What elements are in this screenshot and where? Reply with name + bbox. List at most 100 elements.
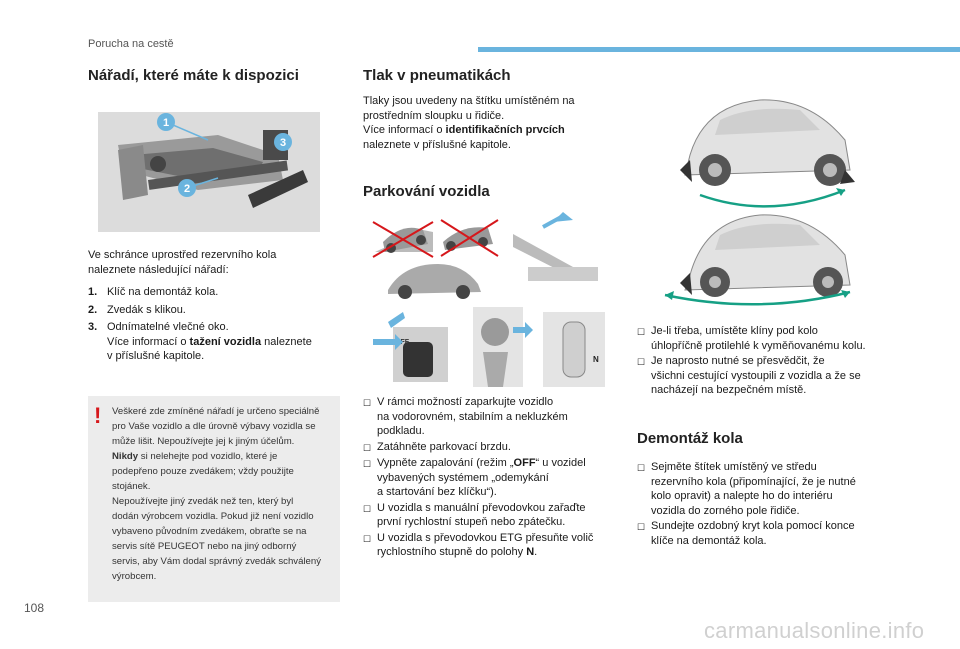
bullet-item: ☐ U vozidla s manuální převodovkou zařaď… <box>363 501 628 530</box>
text-line: V rámci možností zaparkujte vozidlo <box>377 396 554 408</box>
warning-line: dodán výrobcem vozidla. Pokud již není v… <box>112 511 314 522</box>
bullet-item: ☐ U vozidla s převodovkou ETG přesuňte v… <box>363 531 628 560</box>
off-mode: OFF <box>513 457 536 469</box>
tools-intro-l2: naleznete následující nářadí: <box>88 263 229 276</box>
bullet-icon: ☐ <box>363 533 372 544</box>
callout-3-label: 3 <box>280 137 286 149</box>
text-line: Sejměte štítek umístěný ve středu <box>651 461 817 473</box>
text-line: podkladu. <box>377 425 425 437</box>
section-header: Porucha na cestě <box>88 38 174 50</box>
page-number: 108 <box>24 601 45 615</box>
text-line: klíče na demontáž kola. <box>651 534 767 547</box>
warning-icon: ! <box>94 403 102 428</box>
warning-line: Veškeré zde zmíněné nářadí je určeno spe… <box>112 406 320 417</box>
wheel-removal-title: Demontáž kola <box>637 430 743 447</box>
bullet-icon: ☐ <box>637 327 646 337</box>
text-line: rychlostního stupně do polohy <box>377 546 527 558</box>
header-accent-bar <box>478 47 960 52</box>
tyre-pressure-text: Tlaky jsou uvedeny na štítku umístěném n… <box>363 94 613 152</box>
text-line: rezervního kola (připomínající, že je nu… <box>651 475 856 488</box>
list-item-number: 2. <box>88 303 98 316</box>
tools-illustration: 1 2 3 <box>88 100 328 240</box>
text-line: Je-li třeba, umístěte klíny pod kolo <box>651 325 818 337</box>
warning-never: Nikdy <box>112 451 139 462</box>
text-line: U vozidla s manuální převodovkou zařaďte <box>377 501 586 514</box>
bullet-text: U vozidla s převodovkou ETG přesuňte vol… <box>377 531 593 560</box>
towing-ref: tažení vozidla <box>189 335 262 348</box>
parking-title: Parkování vozidla <box>363 183 490 200</box>
car-slope-2 <box>440 219 499 257</box>
gear-n-label: N <box>593 355 599 364</box>
bullet-item: ☐ Sundejte ozdobný kryt kola pomocí konc… <box>637 519 907 548</box>
car-slope-1 <box>372 221 434 258</box>
text-line: první rychlostní stupeň nebo zpátečku. <box>377 516 566 528</box>
bullet-icon: ☐ <box>637 463 646 473</box>
wheel-chock-illustration <box>660 70 870 310</box>
wheel-removal-bullets: ☐ Sejměte štítek umístěný ve středu rezer… <box>637 460 907 549</box>
text-line: prostředním sloupku u řidiče. <box>363 109 505 122</box>
bullet-text: Je naprosto nutné se přesvědčit, že všich… <box>651 354 861 398</box>
list-item-text: Odnímatelné vlečné oko. Více informací o… <box>107 320 312 364</box>
bullet-icon: ☐ <box>363 398 372 408</box>
item3-line2c: naleznete <box>261 335 312 348</box>
callout-1 <box>157 113 175 131</box>
bullet-icon: ☐ <box>637 357 646 367</box>
callout-1-label: 1 <box>163 117 169 129</box>
bullet-item: ☐ Vypněte zapalování (režim „OFF“ u vozi… <box>363 456 628 500</box>
warning-line: vybaveno původním zvedákem, obraťte se n… <box>112 526 307 537</box>
text-line: Sundejte ozdobný kryt kola pomocí konce <box>651 520 855 532</box>
manual-gearbox-illustration <box>473 307 533 387</box>
list-item-text: Klíč na demontáž kola. <box>107 286 219 298</box>
text-line: všichni cestující vystoupili z vozidla a… <box>651 369 861 382</box>
warning-line-rest: si nelehejte pod vozidlo, které je <box>138 451 278 462</box>
bullet-text: U vozidla s manuální převodovkou zařaďte… <box>377 501 586 530</box>
bullet-icon: ☐ <box>363 442 372 453</box>
text-line: Více informací o <box>363 124 446 136</box>
text-line: naleznete v příslušné kapitole. <box>363 138 511 151</box>
handbrake-illustration <box>513 212 598 281</box>
list-item-text: Zvedák s klikou. <box>107 303 186 316</box>
watermark: carmanualsonline.info <box>704 618 925 643</box>
etg-gearbox-illustration: N <box>543 312 605 387</box>
item3-line1: Odnímatelné vlečné oko. <box>107 321 229 333</box>
item3-line3: v příslušné kapitole. <box>107 350 205 362</box>
warning-line: může lišit. Nepoužívejte jej k jiným úče… <box>112 436 295 447</box>
parking-illustration: OFF N <box>363 212 613 392</box>
bullet-item: ☐ Sejměte štítek umístěný ve středu rezer… <box>637 460 907 518</box>
text-line: Tlaky jsou uvedeny na štítku umístěném n… <box>363 95 575 107</box>
text-line: Je naprosto nutné se přesvědčit, že <box>651 355 825 367</box>
identification-ref: identifikačních prvcích <box>445 124 565 136</box>
bullet-item: ☐ Je naprosto nutné se přesvědčit, že vši… <box>637 354 907 398</box>
car-chock-rear <box>664 214 851 306</box>
warning-line: stojánek. <box>112 481 151 492</box>
bullet-item: ☐ Zatáhněte parkovací brzdu. <box>363 440 628 456</box>
text-line: . <box>534 546 538 558</box>
text-line: “ u vozidel <box>535 457 586 469</box>
warning-line: Nepoužívejte jiný zvedák než ten, který … <box>112 496 294 507</box>
item3-line2a: Více informací o <box>107 335 190 348</box>
text-line: U vozidla s převodovkou ETG přesuňte vol… <box>377 531 594 544</box>
warning-line: servis sítě PEUGEOT nebo na jiný odborný <box>112 541 297 552</box>
list-item: 2. Zvedák s klikou. <box>88 303 338 318</box>
bullet-text: Sundejte ozdobný kryt kola pomocí konce k… <box>651 519 855 548</box>
tools-intro-l1: Ve schránce uprostřed rezervního kola <box>88 249 277 261</box>
warning-line: pro Vaše vozidlo a dle úrovně výbavy voz… <box>112 421 316 432</box>
bullet-icon: ☐ <box>637 522 646 532</box>
warning-box: ! Veškeré zde zmíněné nářadí je určeno s… <box>88 396 340 602</box>
bullet-icon: ☐ <box>363 503 372 514</box>
bullet-text: Vypněte zapalování (režim „OFF“ u vozide… <box>377 456 586 500</box>
car-chock-front <box>680 99 855 208</box>
list-item-number: 3. <box>88 321 98 333</box>
tools-list: 1. Klíč na demontáž kola. 2. Zvedák s kl… <box>88 285 338 367</box>
text-line: vybavených systémem „odemykání <box>377 471 549 484</box>
position-n: N <box>526 546 535 558</box>
list-item: 1. Klíč na demontáž kola. <box>88 285 338 300</box>
text-line: Vypněte zapalování (režim „ <box>377 457 514 469</box>
bullet-text: Zatáhněte parkovací brzdu. <box>377 440 511 453</box>
callout-3 <box>274 133 292 151</box>
warning-line: výrobcem. <box>112 571 157 582</box>
